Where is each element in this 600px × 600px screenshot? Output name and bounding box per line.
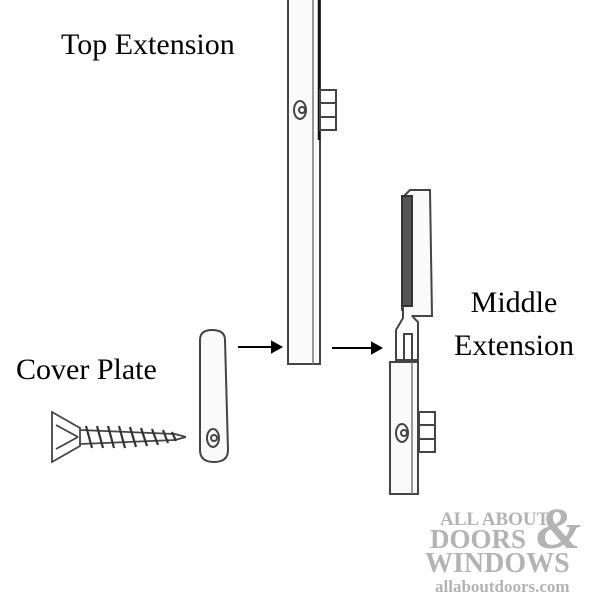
screw xyxy=(51,410,187,464)
watermark-line2: DOORS xyxy=(430,524,527,554)
top-extension-bar xyxy=(287,0,337,365)
arrow-top-to-middle xyxy=(332,341,384,355)
label-middle-extension-line2: Extension xyxy=(454,329,574,362)
cover-plate xyxy=(199,328,230,464)
watermark-line1: ALL ABOUT xyxy=(440,509,550,530)
watermark-ampersand: & xyxy=(536,496,582,561)
watermark-url: allaboutdoors.com xyxy=(435,577,570,596)
watermark-line3: WINDOWS xyxy=(425,548,570,579)
arrow-cover-to-top xyxy=(238,340,284,354)
middle-extension-bar xyxy=(389,189,436,495)
label-middle-extension-line1: Middle xyxy=(470,286,558,319)
label-cover-plate: Cover Plate xyxy=(16,353,157,386)
label-top-extension: Top Extension xyxy=(61,28,235,61)
